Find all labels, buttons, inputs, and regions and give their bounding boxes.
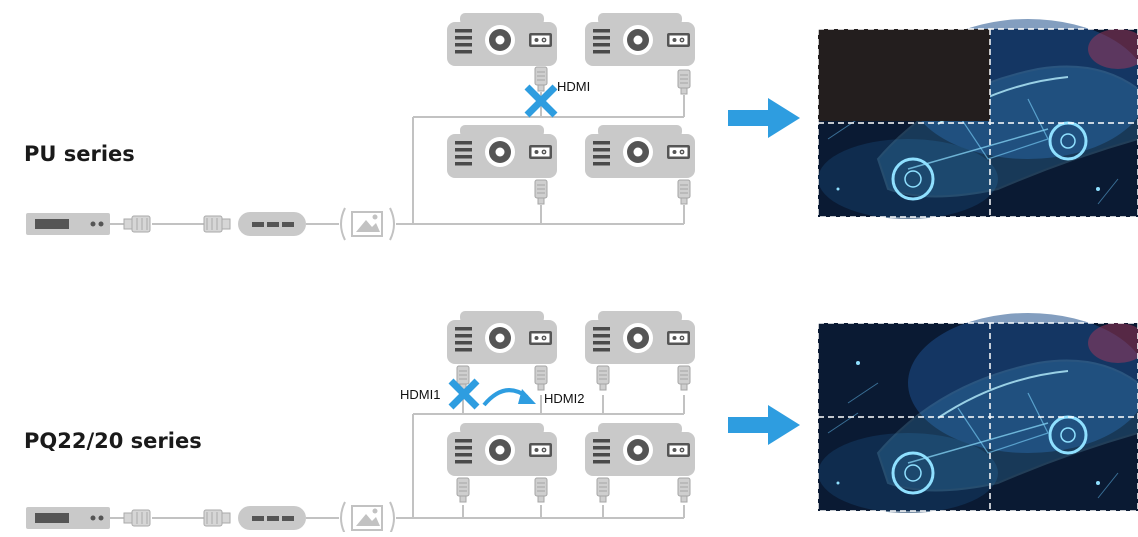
projector-icon [447, 125, 557, 178]
pq-series-label: PQ22/20 series [24, 429, 202, 453]
blocked-x-icon [448, 378, 480, 410]
hdmi-plug-icon [596, 365, 610, 391]
video-wall-screen [816, 311, 1138, 515]
extender-icon [238, 506, 306, 530]
image-signal-icon [340, 501, 395, 535]
source-player-icon [26, 213, 110, 235]
extender-icon [238, 212, 306, 236]
hdmi-plug-icon [456, 477, 470, 503]
hdmi-plug-icon [534, 179, 548, 205]
source-player-icon [26, 507, 110, 529]
hdmi-plug-icon [677, 365, 691, 391]
hdmi2-label: HDMI2 [544, 391, 585, 406]
hdmi-plug-icon [596, 477, 610, 503]
hdmi-plug-icon [677, 179, 691, 205]
projector-icon [585, 125, 695, 178]
hdmi-plug-icon [123, 509, 151, 527]
projector-icon [447, 311, 557, 364]
hdmi-plug-icon [534, 477, 548, 503]
image-signal-icon [340, 207, 395, 241]
projector-icon [585, 311, 695, 364]
video-wall-screen [816, 17, 1138, 221]
hdmi-label: HDMI [557, 79, 591, 94]
reroute-arrow-icon [482, 388, 536, 407]
projector-icon [585, 423, 695, 476]
projector-icon [447, 423, 557, 476]
flow-arrow-icon [728, 98, 800, 138]
cable-network-1 [110, 92, 685, 225]
projector-icon [447, 13, 557, 66]
pq-row [26, 311, 1138, 535]
hdmi-plug-icon [677, 477, 691, 503]
hdmi-plug-icon [534, 66, 548, 92]
blocked-x-icon [524, 84, 558, 118]
hdmi-plug-icon [677, 69, 691, 95]
pu-series-label: PU series [24, 142, 135, 166]
pu-row [26, 13, 1138, 241]
cable-network-2 [110, 395, 685, 519]
hdmi-plug-icon [123, 215, 151, 233]
hdmi-plug-icon [534, 365, 548, 391]
projector-icon [585, 13, 695, 66]
hdmi1-label: HDMI1 [400, 387, 441, 402]
hdmi-plug-icon [203, 509, 231, 527]
flow-arrow-icon [728, 405, 800, 445]
hdmi-plug-icon [203, 215, 231, 233]
